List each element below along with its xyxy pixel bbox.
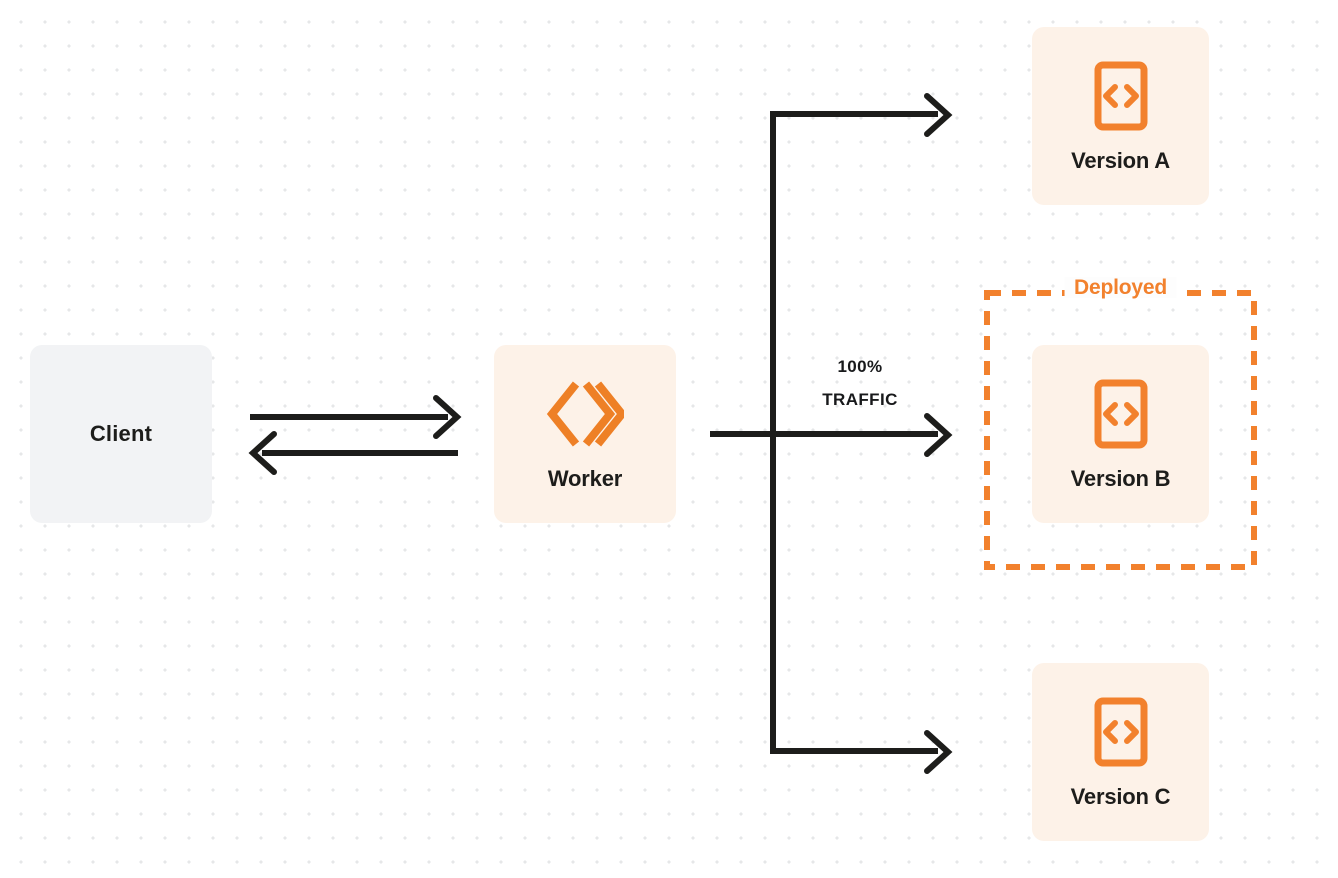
code-file-icon [1093, 60, 1149, 132]
node-worker-label: Worker [547, 466, 623, 491]
node-client[interactable]: Client [30, 345, 212, 523]
node-version-a-label: Version A [1071, 148, 1170, 173]
deployed-group-label: Deployed [1064, 277, 1177, 298]
node-version-c[interactable]: Version C [1032, 663, 1209, 841]
traffic-label: 100% TRAFFIC [790, 350, 930, 416]
traffic-caption: TRAFFIC [822, 390, 898, 410]
code-file-icon [1093, 696, 1149, 768]
edge-worker-to-version-c [770, 730, 953, 774]
node-worker[interactable]: Worker [494, 345, 676, 523]
cloudflare-workers-logo-icon [546, 378, 624, 450]
edge-worker-to-client [248, 431, 458, 475]
node-version-a[interactable]: Version A [1032, 27, 1209, 205]
node-version-b[interactable]: Version B [1032, 345, 1209, 523]
deployed-group: Deployed [984, 277, 1257, 570]
node-client-label: Client [89, 421, 153, 446]
edge-worker-to-version-a [770, 93, 953, 137]
traffic-percent: 100% [837, 357, 883, 376]
edge-client-to-worker [250, 395, 462, 439]
node-version-c-label: Version C [1070, 784, 1171, 809]
edge-worker-to-version-b [710, 413, 953, 457]
code-file-icon [1093, 378, 1149, 450]
node-version-b-label: Version B [1070, 466, 1171, 491]
